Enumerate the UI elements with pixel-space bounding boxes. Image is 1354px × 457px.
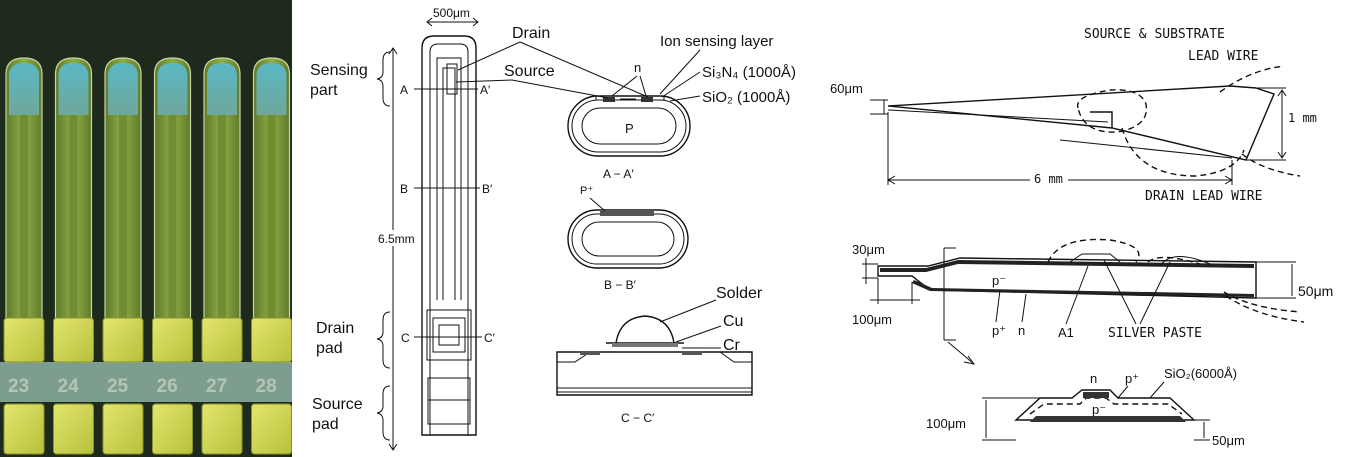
drain-pad [3, 317, 45, 363]
probe-sensing-tip [157, 63, 188, 115]
probe-number: 27 [206, 376, 227, 397]
cc-caption: C − C′ [621, 411, 655, 425]
drain-pad [53, 317, 94, 363]
sensing-part-label: Sensing [310, 62, 368, 79]
probe-sensing-tip [256, 63, 287, 115]
p-label: P [625, 121, 634, 136]
section-c: C [401, 331, 410, 345]
section-c-prime: C′ [484, 331, 496, 345]
width-dimension: 500μm [433, 6, 470, 20]
solder-label: Solder [716, 285, 763, 302]
isfet-probe-photo: 23 24 25 26 27 28 [0, 0, 292, 457]
aa-caption: A − A′ [603, 167, 634, 181]
probe-number: 28 [256, 376, 277, 397]
probe-sensing-tip [207, 63, 237, 115]
probe-channel [168, 115, 177, 320]
source-pad [102, 403, 144, 455]
section-b-prime: B′ [482, 182, 493, 196]
probe-number: 25 [107, 376, 129, 397]
drain-label: Drain [512, 25, 550, 42]
dim-1mm: 1 mm [1288, 111, 1317, 125]
drain-pad [251, 317, 292, 363]
silver-paste-label: SILVER PASTE [1108, 326, 1202, 341]
section-a: A [400, 83, 408, 97]
probe-number: 23 [8, 376, 29, 397]
source-pad [53, 403, 94, 455]
cu-label: Cu [723, 313, 743, 330]
source-pad [201, 403, 243, 455]
n-label: n [634, 60, 641, 75]
dim-100um-middle: 100μm [852, 312, 892, 327]
detail-n-label: n [1090, 371, 1097, 386]
dim-50um-middle: 50μm [1298, 283, 1333, 299]
dim-6mm: 6 mm [1034, 172, 1063, 186]
probe-channel [119, 115, 127, 320]
sio2-label: SiO₂ (1000Å) [702, 89, 790, 106]
photo-band [0, 362, 292, 402]
p-minus-label: p⁻ [992, 273, 1006, 288]
probe-channel [69, 115, 78, 320]
probe-number: 26 [157, 376, 178, 397]
probe-drawing: SOURCE & SUBSTRATE LEAD WIRE 60μm 1 mm 6… [830, 27, 1333, 448]
probe-sensing-tip [58, 63, 89, 115]
probe-number: 24 [58, 376, 80, 397]
detail-sio2-label: SiO₂(6000Å) [1164, 366, 1237, 381]
dim-60um: 60μm [830, 81, 863, 96]
p-plus-label: P⁺ [580, 185, 593, 197]
detail-p-plus-label: p⁺ [1125, 371, 1139, 386]
sensing-part-label-2: part [310, 82, 338, 99]
dim-30um: 30μm [852, 242, 885, 257]
detail-dim-50um: 50μm [1212, 433, 1245, 448]
section-b: B [400, 182, 408, 196]
probe-sensing-tip [108, 63, 138, 115]
source-pad-label-2: pad [312, 416, 339, 433]
cr-label: Cr [723, 337, 741, 354]
probe-sensing-tip [9, 63, 39, 115]
source-pad [3, 403, 45, 455]
bb-caption: B − B′ [604, 278, 637, 292]
section-a-prime: A′ [480, 83, 491, 97]
detail-dim-100um: 100μm [926, 416, 966, 431]
probe-channel [218, 115, 226, 320]
drain-lead-wire-label: DRAIN LEAD WIRE [1145, 189, 1262, 204]
source-pad [251, 403, 292, 455]
source-pad-label: Source [312, 396, 363, 413]
ion-sensing-layer-label: Ion sensing layer [660, 33, 773, 50]
source-pad [152, 403, 193, 455]
probe-channel [20, 115, 28, 320]
source-label: Source [504, 63, 555, 80]
drain-pad-label: Drain [316, 320, 354, 337]
length-dimension: 6.5mm [378, 232, 415, 246]
source-substrate-label: SOURCE & SUBSTRATE [1084, 27, 1225, 42]
cross-sections: P A − A′ Drain Source Ion sensing layer … [455, 25, 796, 425]
lead-wire-label: LEAD WIRE [1188, 49, 1258, 64]
n-label-right: n [1018, 323, 1025, 338]
probe-channel [267, 115, 276, 320]
drain-pad [102, 317, 144, 363]
drain-pad [152, 317, 193, 363]
detail-p-minus-label: p⁻ [1092, 402, 1106, 417]
al-label: A1 [1058, 325, 1074, 340]
layout-drawing: 500μm A A′ B B′ C C′ 6.5mm Sensing [310, 6, 496, 451]
drain-pad [201, 317, 243, 363]
drain-pad-label-2: pad [316, 340, 343, 357]
p-plus-label-right: p⁺ [992, 323, 1006, 338]
si3n4-label: Si₃N₄ (1000Å) [702, 64, 796, 81]
